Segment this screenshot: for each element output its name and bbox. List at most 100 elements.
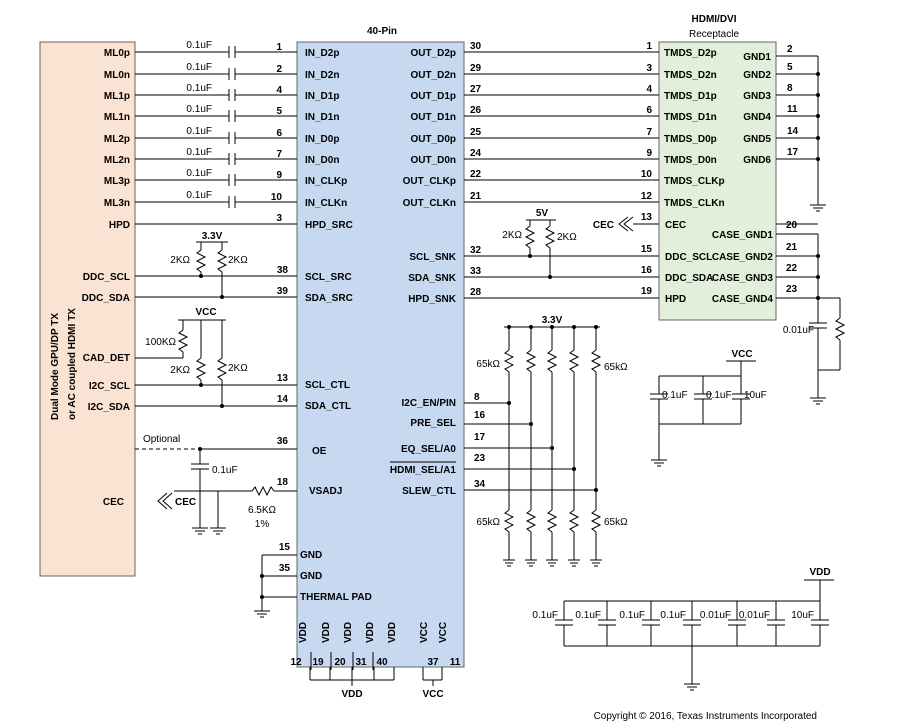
svg-text:39: 39 <box>277 286 289 297</box>
svg-text:CEC: CEC <box>103 497 124 508</box>
pin-name: OUT_D2n <box>410 70 456 81</box>
connector-pin-number: 3 <box>646 63 652 74</box>
svg-text:VSADJ: VSADJ <box>309 486 342 497</box>
pin-number: 16 <box>641 265 653 276</box>
decoupling-cap: 10uF <box>791 601 829 646</box>
svg-text:23: 23 <box>474 453 486 464</box>
cap-value: 0.1uF <box>660 610 686 621</box>
svg-text:2KΩ: 2KΩ <box>228 255 248 266</box>
source-label-line2: or AC coupled HDMI TX <box>67 308 78 420</box>
pin-name: OUT_D2p <box>410 48 456 59</box>
pin-number: 29 <box>470 63 482 74</box>
svg-text:PRE_SEL: PRE_SEL <box>410 418 456 429</box>
svg-text:I2C_SCL: I2C_SCL <box>89 381 130 392</box>
decoupling-cap: 0.1uF <box>660 601 701 646</box>
input-net-label: ML3n <box>104 198 130 209</box>
decoupling-cap: 0.1uF <box>694 376 732 424</box>
svg-text:5V: 5V <box>536 208 549 219</box>
pin-number: 19 <box>641 286 653 297</box>
svg-text:3.3V: 3.3V <box>202 231 223 242</box>
svg-text:EQ_SEL/A0: EQ_SEL/A0 <box>401 444 456 455</box>
pin-number: 24 <box>470 148 482 159</box>
left-misc-signals: HPD 3 HPD_SRC 3.3V 2KΩ 2KΩ DDC_SCL 38 SC… <box>82 213 372 618</box>
pin-name: IN_D1p <box>305 91 339 102</box>
cap-value: 0.1uF <box>662 390 688 401</box>
pin-name: OUT_D1p <box>410 91 456 102</box>
svg-text:2KΩ: 2KΩ <box>557 232 577 243</box>
vcc-pin-name: VCC <box>419 622 430 643</box>
pin-name: IN_CLKp <box>305 176 347 187</box>
pin-number: 5 <box>787 62 793 73</box>
pin-number: 1 <box>276 42 282 53</box>
input-net-label: ML1p <box>104 91 130 102</box>
pin-number: 22 <box>786 263 798 274</box>
cap-value: 0.1uF <box>619 610 645 621</box>
decoupling-cap: 0.1uF <box>650 376 688 424</box>
svg-text:HPD_SRC: HPD_SRC <box>305 220 353 231</box>
svg-text:HDMI_SEL/A1: HDMI_SEL/A1 <box>390 465 457 476</box>
svg-text:DDC_SCL: DDC_SCL <box>83 272 130 283</box>
svg-text:2KΩ: 2KΩ <box>170 255 190 266</box>
pin-number: 22 <box>470 169 482 180</box>
strap-resistor-pair <box>590 325 602 567</box>
svg-text:28: 28 <box>470 287 482 298</box>
strap-resistor-pair <box>568 325 580 567</box>
svg-text:VCC: VCC <box>195 307 216 318</box>
pin-number: 30 <box>470 41 482 52</box>
cap-value: 0.1uF <box>575 610 601 621</box>
svg-text:8: 8 <box>474 392 480 403</box>
input-net-label: ML2n <box>104 155 130 166</box>
pin-name: CASE_GND2 <box>712 252 774 263</box>
coupling-cap-label: 0.1uF <box>186 147 212 158</box>
decoupling-cap: 0.1uF <box>619 601 660 646</box>
pin-number: 19 <box>312 657 324 668</box>
pin-name: OUT_D0p <box>410 134 456 145</box>
decoupling-cap: 0.1uF <box>532 601 573 646</box>
vcc-net-label: VCC <box>422 689 443 700</box>
svg-text:35: 35 <box>279 563 291 574</box>
pin-name: DDC_SDA <box>665 273 713 284</box>
svg-text:SDA_SRC: SDA_SRC <box>305 293 353 304</box>
pin-name: IN_D0p <box>305 134 339 145</box>
svg-text:GND: GND <box>300 550 322 561</box>
cap-value: 0.1uF <box>532 610 558 621</box>
svg-text:65kΩ: 65kΩ <box>476 359 500 370</box>
connector-pin-name: TMDS_D0n <box>664 155 717 166</box>
svg-text:SLEW_CTL: SLEW_CTL <box>402 486 456 497</box>
connector-subtitle: Receptacle <box>689 29 739 40</box>
vdd-pin-name: VDD <box>321 622 332 643</box>
pin-number: 15 <box>641 244 653 255</box>
pin-number: 26 <box>470 105 482 116</box>
svg-text:SCL_CTL: SCL_CTL <box>305 380 350 391</box>
svg-text:2KΩ: 2KΩ <box>502 230 522 241</box>
svg-text:SDA_CTL: SDA_CTL <box>305 401 351 412</box>
svg-text:38: 38 <box>277 265 289 276</box>
pin-name: CASE_GND4 <box>712 294 774 305</box>
decoupling-cap: 10uF <box>732 376 767 424</box>
pin-number: 14 <box>787 126 799 137</box>
svg-text:I2C_EN/PIN: I2C_EN/PIN <box>402 398 456 409</box>
svg-text:SCL_SRC: SCL_SRC <box>305 272 352 283</box>
svg-text:65kΩ: 65kΩ <box>476 517 500 528</box>
connector-pin-name: TMDS_D2n <box>664 70 717 81</box>
pin-number: 31 <box>355 657 367 668</box>
pin-number: 20 <box>786 220 798 231</box>
pin-number: 21 <box>470 191 482 202</box>
pin-name: GND2 <box>743 70 771 81</box>
cap-value: 0.01uF <box>739 610 770 621</box>
svg-text:Optional: Optional <box>143 434 180 445</box>
svg-text:0.01uF: 0.01uF <box>783 325 814 336</box>
pin-number: 11 <box>450 657 461 668</box>
svg-text:1%: 1% <box>255 519 270 530</box>
